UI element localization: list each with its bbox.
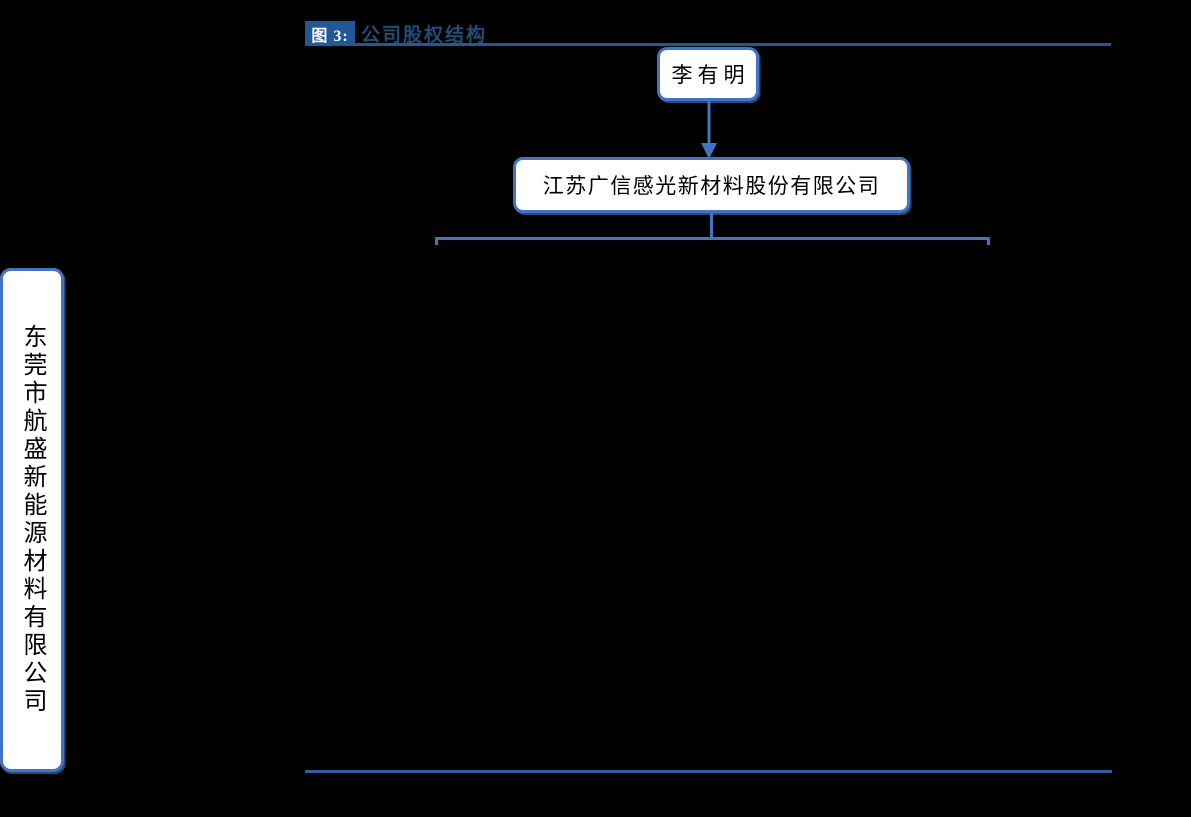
figure-title: 公司股权结构	[361, 21, 487, 46]
parent-company-node: 江苏广信感光新材料股份有限公司	[513, 157, 910, 213]
figure-title-label: 公司股权结构	[361, 25, 488, 46]
title-underline-rule	[305, 43, 1111, 46]
connector-stub	[710, 213, 713, 237]
connector-bracket	[435, 237, 990, 245]
subsidiary-node: 东莞市航盛新能源材料有限公司	[0, 268, 64, 772]
root-shareholder-node: 李有明	[657, 47, 759, 101]
figure-number-badge: 图 3:	[305, 21, 355, 46]
parent-company-name: 江苏广信感光新材料股份有限公司	[542, 175, 881, 198]
root-shareholder-name: 李有明	[671, 64, 750, 87]
subsidiary-name: 东莞市航盛新能源材料有限公司	[19, 324, 46, 716]
figure-number-label: 图 3:	[311, 27, 349, 45]
figure-bottom-rule	[305, 770, 1112, 773]
down-arrow-icon	[701, 101, 717, 159]
